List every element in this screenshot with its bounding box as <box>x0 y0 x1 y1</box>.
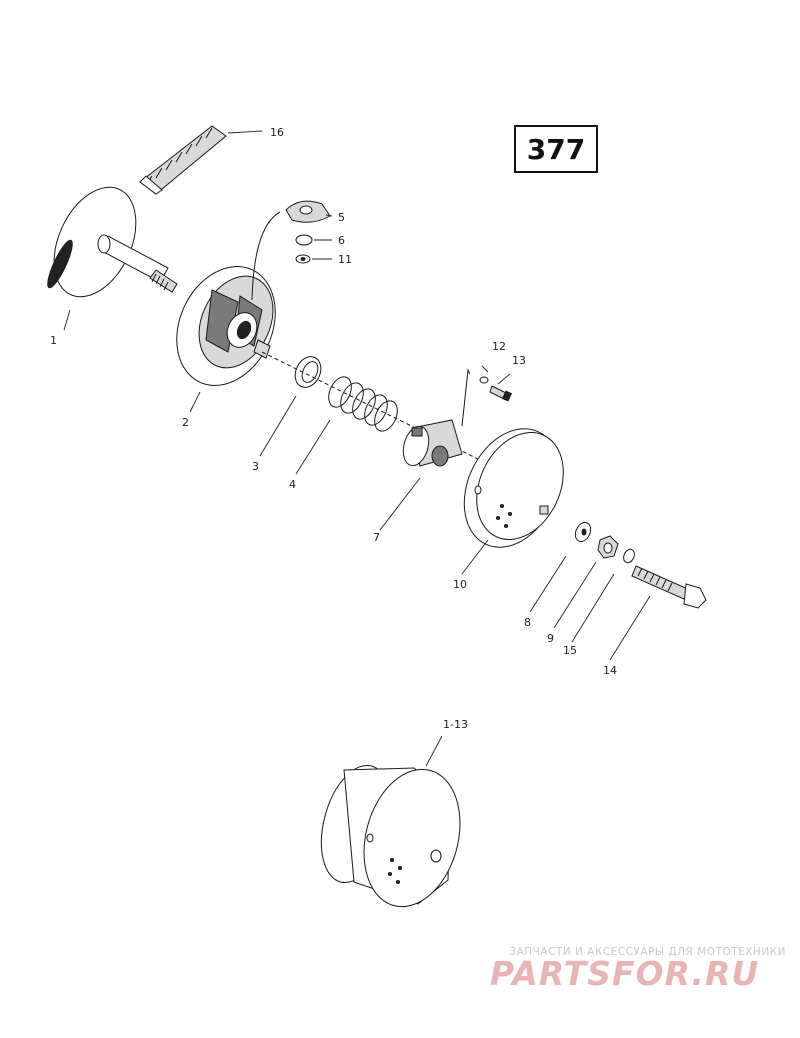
part-3-ring <box>294 356 322 388</box>
part-12-washer <box>479 376 489 384</box>
part-label-8: 8 <box>524 616 531 629</box>
part-label-15: 15 <box>563 644 577 657</box>
callout-lines <box>63 130 651 767</box>
part-15-washer <box>623 548 635 564</box>
part-label-9: 9 <box>547 632 554 645</box>
part-label-11: 11 <box>338 253 352 266</box>
part-9-nut <box>597 535 619 559</box>
part-16-belt-segment <box>139 125 227 195</box>
part-8-washer <box>574 521 592 543</box>
part-2-sliding-sheave <box>176 266 276 386</box>
part-4-spring <box>328 376 398 432</box>
part-6-washer <box>295 234 313 246</box>
watermark-logo-text: PARTSFOR.RU <box>490 954 759 993</box>
part-11-washer <box>295 254 311 264</box>
part-label-16: 16 <box>270 126 284 139</box>
part-label-12: 12 <box>492 340 506 353</box>
assembly-drawing <box>320 764 461 908</box>
part-label-14: 14 <box>603 664 617 677</box>
part-label-2: 2 <box>182 416 189 429</box>
part-label-3: 3 <box>252 460 259 473</box>
page-number: 377 <box>526 132 586 166</box>
part-1-fixed-sheave <box>47 186 178 298</box>
page-number-box: 377 <box>514 125 598 173</box>
part-7-spider <box>402 368 471 467</box>
part-10-cover <box>463 428 564 548</box>
part-label-6: 6 <box>338 234 345 247</box>
watermark-logo: PARTSFOR.RU <box>490 954 759 993</box>
part-label-5: 5 <box>338 211 345 224</box>
part-14-bolt <box>631 565 707 609</box>
part-label-4: 4 <box>289 478 296 491</box>
watermark-tagline: ЗАПЧАСТИ И АКСЕССУАРЫ ДЛЯ МОТОТЕХНИКИ <box>509 946 786 958</box>
part-label-13: 13 <box>512 354 526 367</box>
part-label-7: 7 <box>373 531 380 544</box>
part-13-screw <box>489 385 513 402</box>
assembly-label: 1-13 <box>443 718 468 731</box>
part-label-10: 10 <box>453 578 467 591</box>
part-label-1: 1 <box>50 334 57 347</box>
part-labels: 1 2 3 4 5 6 7 8 9 10 11 12 13 14 15 16 1… <box>50 126 617 731</box>
